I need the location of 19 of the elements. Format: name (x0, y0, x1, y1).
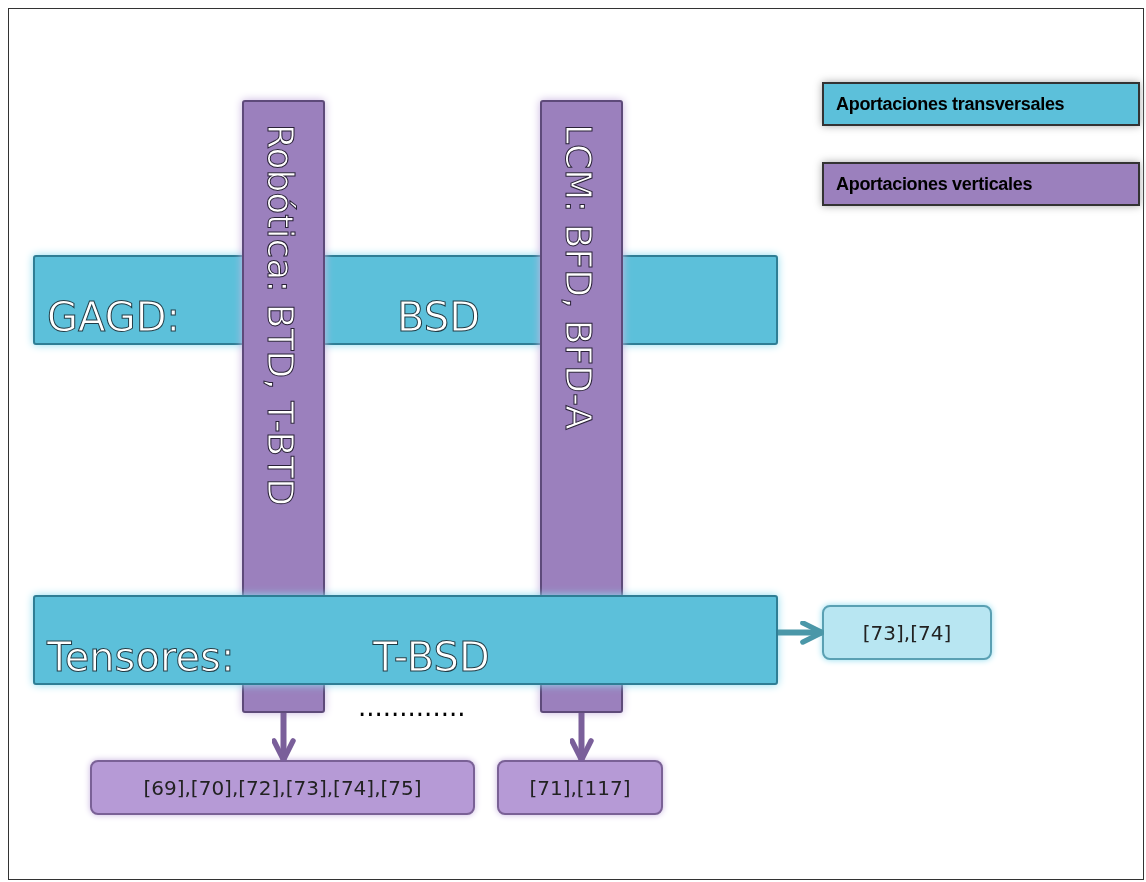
bar-label: T-BSD (373, 637, 490, 677)
arrow (271, 713, 296, 763)
bar-label: Tensores: (47, 637, 235, 677)
reference-text: [71],[117] (529, 777, 631, 798)
legend-text: Aportaciones verticales (836, 174, 1033, 195)
reference-box (822, 605, 992, 660)
ellipsis-text: ............. (358, 692, 466, 722)
arrow (778, 620, 825, 645)
vertical-label: Robótica: BTD, T-BTD (262, 124, 298, 506)
arrow (569, 713, 594, 763)
reference-box (90, 760, 475, 815)
bar-label: BSD (397, 297, 480, 337)
vertical-label: LCM: BFD, BFD-A (560, 124, 596, 430)
reference-box (497, 760, 663, 815)
reference-text: [69],[70],[72],[73],[74],[75] (143, 777, 422, 798)
reference-text: [73],[74] (862, 622, 952, 643)
legend-text: Aportaciones transversales (836, 94, 1065, 115)
horizontal-bar (33, 595, 778, 685)
bar-label: GAGD: (47, 297, 180, 337)
